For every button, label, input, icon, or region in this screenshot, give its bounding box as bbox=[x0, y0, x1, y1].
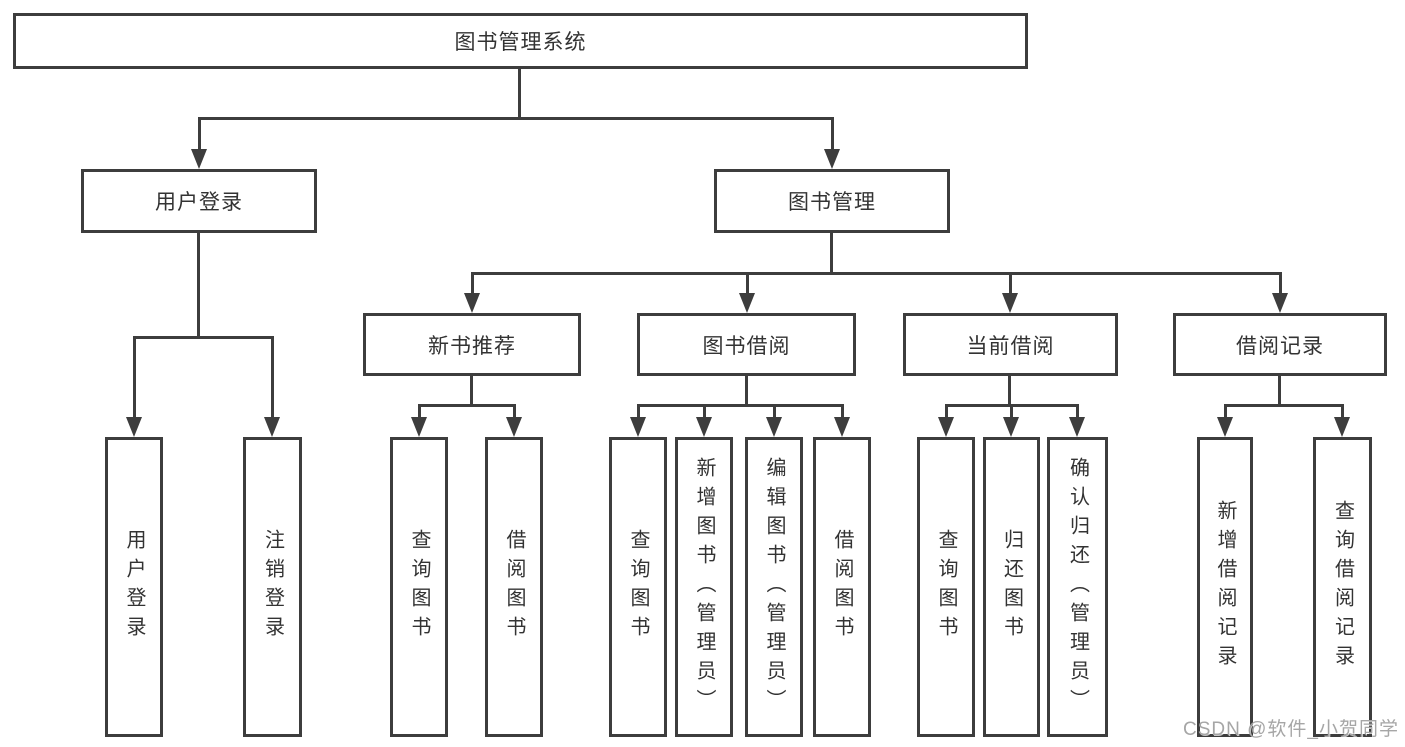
leaf-return-books: 归还图书 bbox=[983, 437, 1040, 737]
connector-arrow-stem bbox=[1009, 272, 1012, 295]
connector-vline bbox=[518, 68, 521, 120]
connector-arrow-stem bbox=[841, 404, 844, 419]
connector-arrow-stem bbox=[1076, 404, 1079, 419]
arrowhead-down-icon bbox=[1069, 417, 1085, 437]
leaf-query-books-current-label: 查询图书 bbox=[935, 529, 957, 645]
connector-vline bbox=[470, 376, 473, 407]
leaf-query-books-recommend-label: 查询图书 bbox=[408, 529, 430, 645]
node-book-borrowing: 图书借阅 bbox=[637, 313, 856, 376]
node-new-book-recommendation: 新书推荐 bbox=[363, 313, 581, 376]
arrowhead-down-icon bbox=[506, 417, 522, 437]
arrowhead-down-icon bbox=[938, 417, 954, 437]
node-library-system: 图书管理系统 bbox=[13, 13, 1028, 69]
connector-vline bbox=[1278, 376, 1281, 407]
arrowhead-down-icon bbox=[739, 293, 755, 313]
node-borrowing-records: 借阅记录 bbox=[1173, 313, 1387, 376]
leaf-add-book-admin: 新增图书（管理员） bbox=[675, 437, 733, 737]
connector-arrow-stem bbox=[703, 404, 706, 419]
connector-arrow-stem bbox=[1279, 272, 1282, 295]
arrowhead-down-icon bbox=[834, 417, 850, 437]
arrowhead-down-icon bbox=[1272, 293, 1288, 313]
connector-vline bbox=[197, 233, 200, 339]
connector-hline bbox=[198, 117, 834, 120]
connector-arrow-stem bbox=[418, 404, 421, 419]
leaf-query-books-borrowing: 查询图书 bbox=[609, 437, 667, 737]
connector-hline bbox=[471, 272, 1281, 275]
leaf-user-login-label: 用户登录 bbox=[123, 529, 145, 645]
leaf-query-borrow-record: 查询借阅记录 bbox=[1313, 437, 1372, 737]
arrowhead-down-icon bbox=[630, 417, 646, 437]
node-user-login: 用户登录 bbox=[81, 169, 317, 233]
arrowhead-down-icon bbox=[191, 149, 207, 169]
leaf-add-book-admin-label: 新增图书（管理员） bbox=[693, 456, 715, 718]
connector-hline bbox=[637, 404, 844, 407]
leaf-borrow-books-recommend-label: 借阅图书 bbox=[503, 529, 525, 645]
node-new-book-recommendation-label: 新书推荐 bbox=[428, 334, 516, 358]
leaf-confirm-return-admin-label: 确认归还（管理员） bbox=[1066, 456, 1089, 718]
connector-arrow-stem bbox=[271, 336, 274, 419]
arrowhead-down-icon bbox=[766, 417, 782, 437]
leaf-add-borrow-record: 新增借阅记录 bbox=[1197, 437, 1253, 737]
arrowhead-down-icon bbox=[1217, 417, 1233, 437]
arrowhead-down-icon bbox=[264, 417, 280, 437]
connector-arrow-stem bbox=[773, 404, 776, 419]
node-current-borrowing: 当前借阅 bbox=[903, 313, 1118, 376]
arrowhead-down-icon bbox=[1002, 293, 1018, 313]
node-user-login-label: 用户登录 bbox=[155, 191, 243, 214]
leaf-logout: 注销登录 bbox=[243, 437, 302, 737]
connector-hline bbox=[1224, 404, 1344, 407]
arrowhead-down-icon bbox=[464, 293, 480, 313]
leaf-return-books-label: 归还图书 bbox=[1000, 529, 1023, 645]
connector-arrow-stem bbox=[746, 272, 749, 295]
connector-arrow-stem bbox=[1341, 404, 1344, 419]
connector-arrow-stem bbox=[198, 117, 201, 151]
connector-arrow-stem bbox=[1224, 404, 1227, 419]
node-book-management-label: 图书管理 bbox=[788, 191, 876, 214]
arrowhead-down-icon bbox=[696, 417, 712, 437]
leaf-query-books-borrowing-label: 查询图书 bbox=[627, 529, 649, 645]
arrowhead-down-icon bbox=[411, 417, 427, 437]
connector-arrow-stem bbox=[637, 404, 640, 419]
node-book-borrowing-label: 图书借阅 bbox=[702, 334, 791, 358]
arrowhead-down-icon bbox=[1334, 417, 1350, 437]
leaf-borrow-books-borrowing-label: 借阅图书 bbox=[831, 529, 853, 645]
connector-vline bbox=[1008, 376, 1011, 407]
leaf-query-books-recommend: 查询图书 bbox=[390, 437, 448, 737]
leaf-logout-label: 注销登录 bbox=[261, 529, 284, 645]
leaf-query-borrow-record-label: 查询借阅记录 bbox=[1331, 500, 1354, 674]
connector-arrow-stem bbox=[133, 336, 136, 419]
leaf-user-login: 用户登录 bbox=[105, 437, 163, 737]
arrowhead-down-icon bbox=[824, 149, 840, 169]
leaf-query-books-current: 查询图书 bbox=[917, 437, 975, 737]
watermark: CSDN @软件_小贺同学 bbox=[1183, 719, 1399, 740]
leaf-borrow-books-recommend: 借阅图书 bbox=[485, 437, 543, 737]
node-library-system-label: 图书管理系统 bbox=[454, 31, 587, 54]
connector-arrow-stem bbox=[471, 272, 474, 295]
arrowhead-down-icon bbox=[126, 417, 142, 437]
connector-hline bbox=[418, 404, 516, 407]
node-current-borrowing-label: 当前借阅 bbox=[966, 334, 1055, 358]
connector-arrow-stem bbox=[945, 404, 948, 419]
arrowhead-down-icon bbox=[1003, 417, 1019, 437]
node-borrowing-records-label: 借阅记录 bbox=[1236, 334, 1324, 358]
connector-hline bbox=[133, 336, 274, 339]
connector-vline bbox=[745, 376, 748, 407]
leaf-edit-book-admin-label: 编辑图书（管理员） bbox=[763, 456, 785, 718]
connector-vline bbox=[830, 233, 833, 275]
connector-arrow-stem bbox=[1010, 404, 1013, 419]
leaf-edit-book-admin: 编辑图书（管理员） bbox=[745, 437, 803, 737]
node-book-management: 图书管理 bbox=[714, 169, 950, 233]
leaf-add-borrow-record-label: 新增借阅记录 bbox=[1214, 500, 1236, 674]
leaf-borrow-books-borrowing: 借阅图书 bbox=[813, 437, 871, 737]
connector-arrow-stem bbox=[513, 404, 516, 419]
connector-arrow-stem bbox=[831, 117, 834, 151]
leaf-confirm-return-admin: 确认归还（管理员） bbox=[1047, 437, 1108, 737]
